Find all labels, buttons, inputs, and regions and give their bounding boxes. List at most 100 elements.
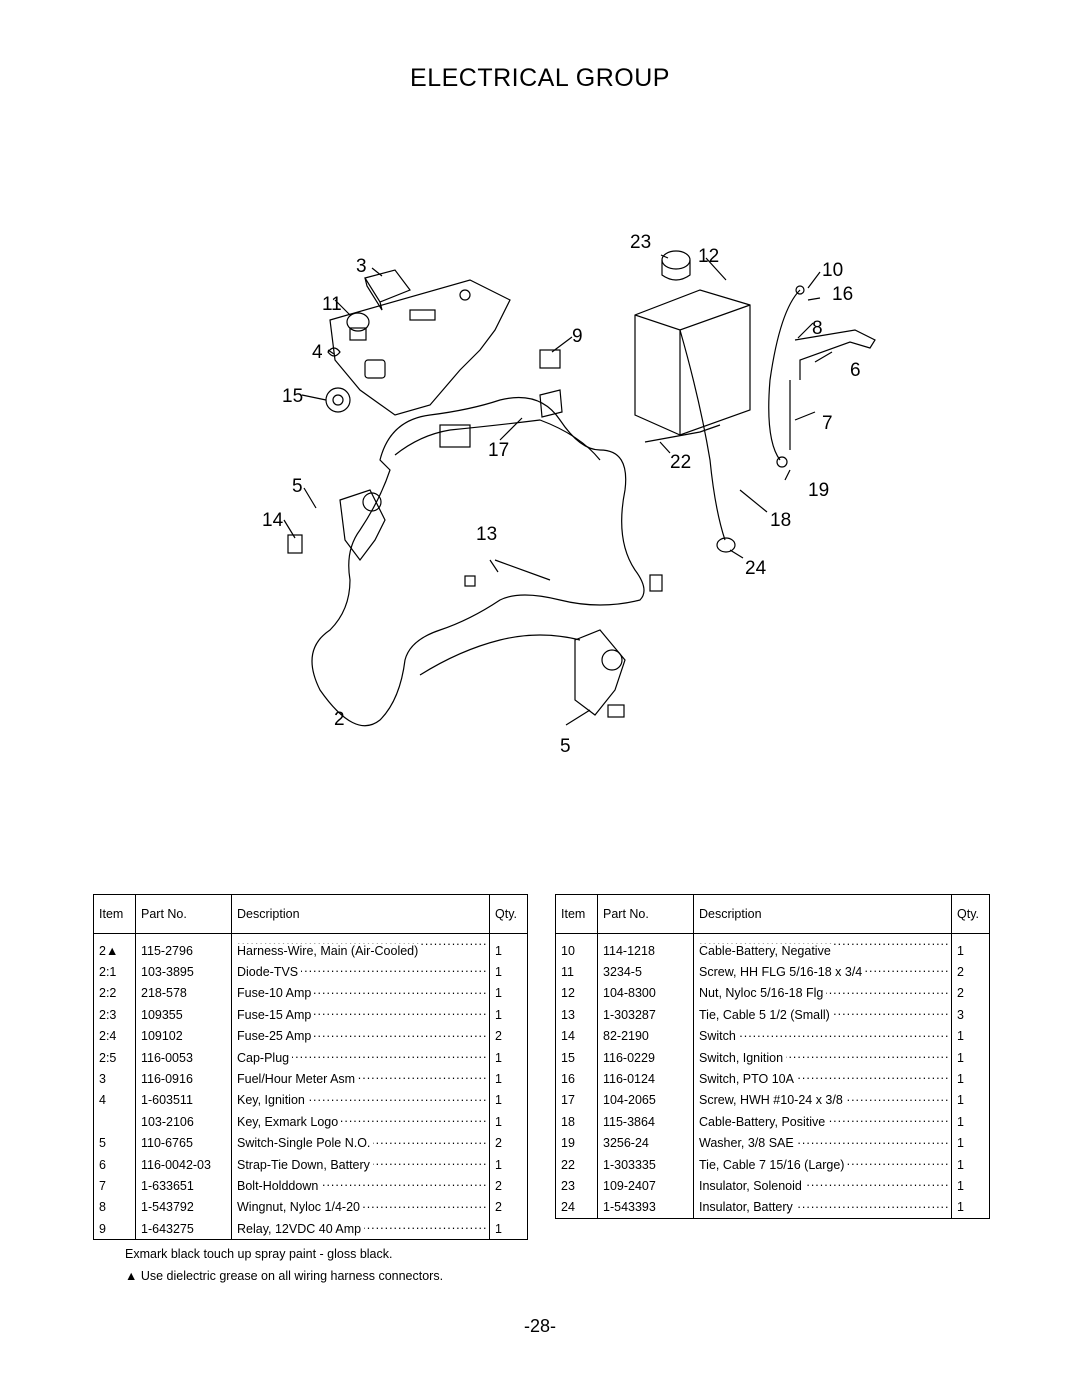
parts-table-left: Item Part No. Description Qty. 2▲115-279… — [93, 894, 528, 1241]
cell-part-no: 116-0042-03 — [135, 1153, 232, 1176]
cell-part-no: 109355 — [135, 1004, 232, 1026]
cell-item: 2:2 — [93, 982, 136, 1005]
cell-part-no: 116-0916 — [135, 1068, 232, 1090]
cell-qty: 2 — [495, 1136, 502, 1151]
cell-item: 15 — [555, 1046, 598, 1069]
cell-item: 18 — [555, 1111, 598, 1133]
callout-15: 15 — [282, 386, 303, 407]
header-item: Item — [93, 894, 136, 934]
cell-qty: 1 — [957, 1029, 964, 1044]
cell-description: Screw, HWH #10-24 x 3/8 — [693, 1089, 952, 1112]
cell-qty: 1 — [495, 986, 502, 1001]
cell-description: Cap-Plug — [231, 1046, 490, 1069]
cell-item: 8 — [93, 1196, 136, 1219]
negative-cable — [768, 289, 801, 461]
switch-14 — [287, 534, 303, 554]
cell-description: Harness-Wire, Main (Air-Cooled) — [231, 933, 490, 962]
cell-part-no: 3256-24 — [597, 1132, 694, 1154]
callout-4: 4 — [312, 342, 323, 363]
diagram-svg: 23 12 3 10 11 16 9 8 4 6 15 7 17 22 5 19… — [262, 232, 876, 757]
description-text: Key, Exmark Logo — [237, 1114, 342, 1129]
cell-part-no: 104-2065 — [597, 1089, 694, 1112]
cell-part-no: 103-3895 — [135, 961, 232, 983]
cell-description: Tie, Cable 7 15/16 (Large) — [693, 1153, 952, 1176]
header-qty: Qty. — [951, 894, 990, 934]
cell-part-no: 109-2407 — [597, 1175, 694, 1197]
cell-item: 2:3 — [93, 1004, 136, 1026]
cell-qty: 1 — [495, 1221, 502, 1236]
cell-description: Key, Ignition — [231, 1089, 490, 1112]
cell-description: Strap-Tie Down, Battery — [231, 1153, 490, 1176]
cell-item — [93, 1111, 136, 1133]
table-header-row: Item Part No. Description Qty. — [93, 894, 528, 934]
cell-item: 2▲ — [93, 933, 136, 962]
cell-qty: 1 — [495, 1072, 502, 1087]
description-text: Diode-TVS — [237, 965, 302, 980]
cell-part-no: 109102 — [135, 1025, 232, 1047]
control-panel-plate — [329, 279, 511, 416]
cell-part-no: 1-543792 — [135, 1196, 232, 1219]
cell-description: Switch, PTO 10A — [693, 1068, 952, 1090]
cell-part-no: 1-303335 — [597, 1153, 694, 1176]
cell-item: 6 — [93, 1153, 136, 1176]
description-text: Cap-Plug — [237, 1050, 293, 1065]
description-text: Fuel/Hour Meter Asm — [237, 1072, 359, 1087]
cell-qty: 1 — [957, 1050, 964, 1065]
diagram-callouts: 23 12 3 10 11 16 9 8 4 6 15 7 17 22 5 19… — [262, 232, 861, 757]
cell-item: 12 — [555, 982, 598, 1005]
cell-qty: 2 — [495, 1200, 502, 1215]
description-text: Strap-Tie Down, Battery — [237, 1157, 373, 1172]
description-text: Tie, Cable 5 1/2 (Small) — [699, 1007, 833, 1022]
cell-part-no: 1-633651 — [135, 1175, 232, 1197]
battery-tie-down — [794, 329, 876, 380]
header-description: Description — [693, 894, 952, 934]
relay — [539, 349, 561, 369]
callout-17: 17 — [488, 440, 509, 461]
cell-qty: 2 — [957, 986, 964, 1001]
cell-qty: 3 — [957, 1007, 964, 1022]
cell-part-no: 82-2190 — [597, 1025, 694, 1047]
cell-description: Bolt-Holddown — [231, 1175, 490, 1197]
table-row: 81-543792 Wingnut, Nyloc 1/4-20 2 — [93, 1196, 528, 1219]
cell-item: 4 — [93, 1089, 136, 1112]
cell-qty: 1 — [957, 1114, 964, 1129]
description-text: Switch — [699, 1029, 739, 1044]
cell-description: Nut, Nyloc 5/16-18 Flg — [693, 982, 952, 1005]
cell-item: 2:1 — [93, 961, 136, 983]
page-number: -28- — [523, 1316, 556, 1336]
callout-6: 6 — [850, 360, 861, 381]
cell-description: Insulator, Solenoid — [693, 1175, 952, 1197]
cell-qty: 1 — [495, 1007, 502, 1022]
callout-16: 11 — [322, 294, 342, 315]
description-text: Screw, HWH #10-24 x 3/8 — [699, 1093, 846, 1108]
description-text: Wingnut, Nyloc 1/4-20 — [237, 1200, 363, 1215]
cell-item: 16 — [555, 1068, 598, 1090]
callout-9: 9 — [572, 326, 583, 347]
description-text: Fuse-25 Amp — [237, 1029, 315, 1044]
description-text: Cable-Battery, Negative — [699, 943, 834, 958]
cell-part-no: 1-603511 — [135, 1089, 232, 1112]
exploded-parts-diagram: 23 12 3 10 11 16 9 8 4 6 15 7 17 22 5 19… — [0, 220, 1080, 780]
callout-2: 2 — [334, 709, 345, 730]
cell-item: 23 — [555, 1175, 598, 1197]
callout-23: 23 — [630, 232, 651, 253]
callout-18: 18 — [770, 510, 791, 531]
cell-item: 7 — [93, 1175, 136, 1197]
callout-5b: 5 — [560, 736, 571, 757]
description-text: Relay, 12VDC 40 Amp — [237, 1221, 365, 1236]
callout-24: 24 — [745, 558, 767, 579]
cable-tie-13 — [494, 559, 551, 581]
